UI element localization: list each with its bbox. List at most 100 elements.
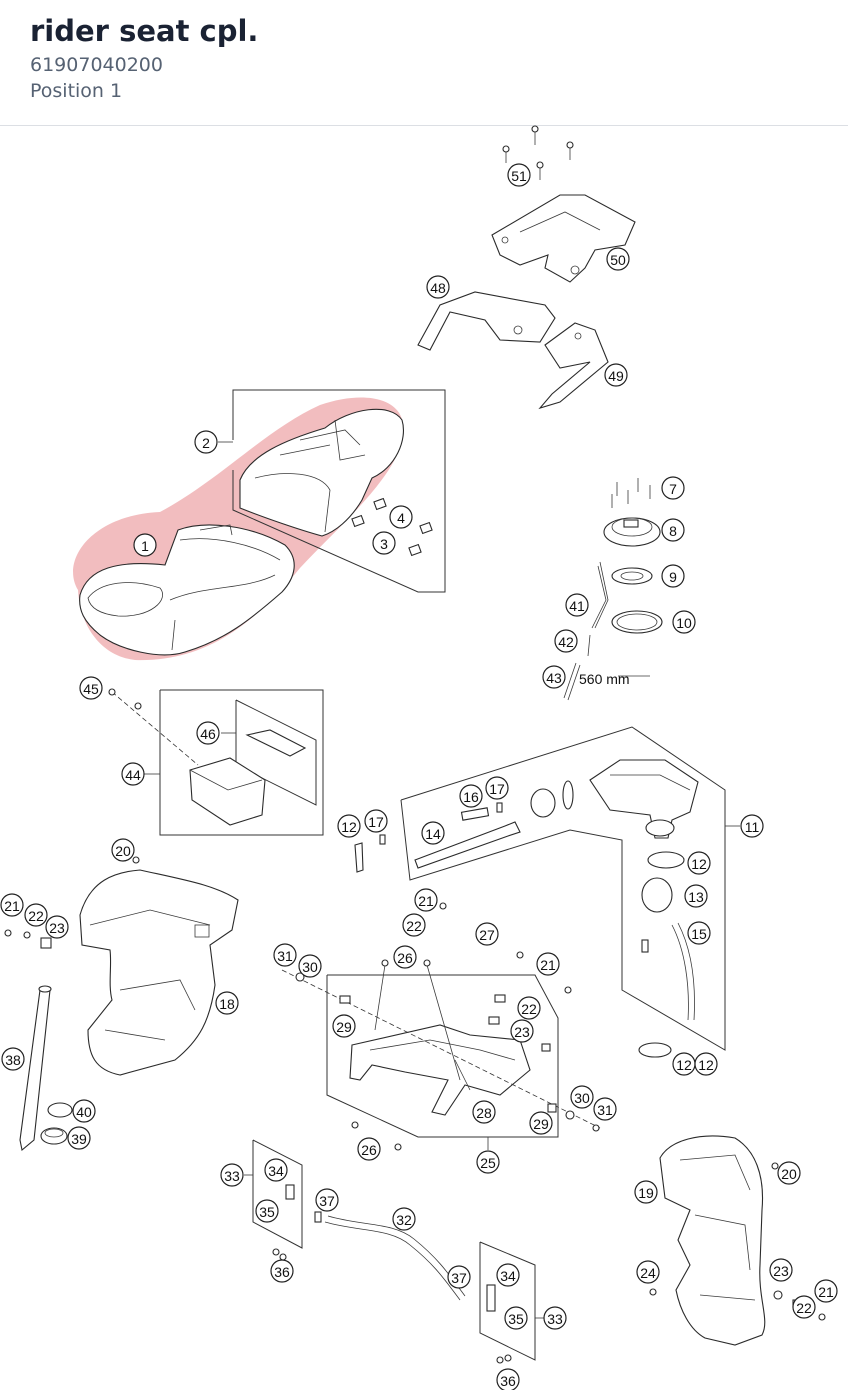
callout-35[interactable]: 35 xyxy=(255,1199,279,1223)
callout-46[interactable]: 46 xyxy=(196,721,220,745)
callout-29[interactable]: 29 xyxy=(529,1111,553,1135)
callout-33[interactable]: 33 xyxy=(543,1306,567,1330)
part-hose-32[interactable] xyxy=(314,1211,466,1301)
part-handle-48[interactable] xyxy=(417,291,556,351)
callout-37[interactable]: 37 xyxy=(447,1265,471,1289)
part-screws-45[interactable] xyxy=(108,688,142,710)
part-sleeve-13[interactable] xyxy=(530,780,673,913)
callout-42[interactable]: 42 xyxy=(554,629,578,653)
part-tube-38[interactable] xyxy=(19,985,52,1152)
callout-31[interactable]: 31 xyxy=(273,943,297,967)
callout-21[interactable]: 21 xyxy=(814,1279,838,1303)
callout-20[interactable]: 20 xyxy=(777,1161,801,1185)
callout-30[interactable]: 30 xyxy=(570,1085,594,1109)
callout-7[interactable]: 7 xyxy=(661,476,685,500)
callout-51[interactable]: 51 xyxy=(507,163,531,187)
callout-13[interactable]: 13 xyxy=(684,884,708,908)
callout-11[interactable]: 11 xyxy=(740,814,764,838)
callout-24[interactable]: 24 xyxy=(636,1260,660,1284)
callout-49[interactable]: 49 xyxy=(604,363,628,387)
callout-12[interactable]: 12 xyxy=(672,1052,696,1076)
callout-22[interactable]: 22 xyxy=(24,903,48,927)
callout-28[interactable]: 28 xyxy=(472,1100,496,1124)
part-clamp-12[interactable] xyxy=(638,851,685,1058)
callout-1[interactable]: 1 xyxy=(133,533,157,557)
callout-33[interactable]: 33 xyxy=(220,1163,244,1187)
callout-16[interactable]: 16 xyxy=(459,784,483,808)
callout-23[interactable]: 23 xyxy=(45,915,69,939)
part-clips-3-4[interactable] xyxy=(351,497,433,557)
callout-18[interactable]: 18 xyxy=(215,991,239,1015)
part-filler-cap-8[interactable] xyxy=(603,517,661,547)
callout-34[interactable]: 34 xyxy=(496,1263,520,1287)
part-small-hardware[interactable] xyxy=(295,902,600,1151)
part-hose-14[interactable] xyxy=(414,821,521,869)
callout-9[interactable]: 9 xyxy=(661,564,685,588)
callout-22[interactable]: 22 xyxy=(792,1295,816,1319)
callout-40[interactable]: 40 xyxy=(72,1099,96,1123)
callout-21[interactable]: 21 xyxy=(0,893,24,917)
callout-27[interactable]: 27 xyxy=(475,922,499,946)
callout-22[interactable]: 22 xyxy=(517,996,541,1020)
callout-48[interactable]: 48 xyxy=(426,275,450,299)
part-screws-7[interactable] xyxy=(611,478,651,508)
callout-14[interactable]: 14 xyxy=(421,821,445,845)
part-frame-group-25[interactable] xyxy=(281,964,601,1138)
part-pin-17[interactable] xyxy=(379,802,503,845)
callout-8[interactable]: 8 xyxy=(661,518,685,542)
callout-22[interactable]: 22 xyxy=(402,913,426,937)
part-rider-seat[interactable] xyxy=(79,524,295,656)
part-valve-group-33-left[interactable] xyxy=(252,1139,303,1261)
callout-37[interactable]: 37 xyxy=(315,1188,339,1212)
part-passenger-seat[interactable] xyxy=(232,389,446,593)
callout-26[interactable]: 26 xyxy=(393,945,417,969)
part-screws-left[interactable] xyxy=(4,856,140,949)
callout-12[interactable]: 12 xyxy=(694,1052,718,1076)
callout-2[interactable]: 2 xyxy=(194,430,218,454)
part-gasket-9[interactable] xyxy=(611,567,653,585)
part-bolts-51[interactable] xyxy=(502,125,574,180)
part-hose-12-left[interactable] xyxy=(354,842,364,873)
callout-4[interactable]: 4 xyxy=(389,505,413,529)
callout-35[interactable]: 35 xyxy=(504,1306,528,1330)
part-handle-49[interactable] xyxy=(538,322,609,410)
callout-41[interactable]: 41 xyxy=(565,593,589,617)
callout-12[interactable]: 12 xyxy=(687,851,711,875)
callout-21[interactable]: 21 xyxy=(536,952,560,976)
callout-29[interactable]: 29 xyxy=(332,1014,356,1038)
callout-43[interactable]: 43 xyxy=(542,665,566,689)
callout-17[interactable]: 17 xyxy=(485,776,509,800)
callout-34[interactable]: 34 xyxy=(264,1158,288,1182)
callout-30[interactable]: 30 xyxy=(298,954,322,978)
callout-31[interactable]: 31 xyxy=(593,1097,617,1121)
callout-10[interactable]: 10 xyxy=(672,610,696,634)
callout-38[interactable]: 38 xyxy=(1,1047,25,1071)
part-sleeve-16[interactable] xyxy=(460,807,490,821)
part-airbox-11[interactable] xyxy=(589,759,699,839)
part-box-44-frame[interactable] xyxy=(111,689,324,836)
callout-23[interactable]: 23 xyxy=(510,1019,534,1043)
callout-19[interactable]: 19 xyxy=(634,1180,658,1204)
callout-23[interactable]: 23 xyxy=(769,1258,793,1282)
callout-25[interactable]: 25 xyxy=(476,1150,500,1174)
callout-21[interactable]: 21 xyxy=(414,888,438,912)
callout-15[interactable]: 15 xyxy=(687,921,711,945)
callout-39[interactable]: 39 xyxy=(67,1126,91,1150)
callout-32[interactable]: 32 xyxy=(392,1207,416,1231)
part-ring-10[interactable] xyxy=(611,610,663,634)
part-hose-15[interactable] xyxy=(641,922,695,1021)
part-tank-left-18[interactable] xyxy=(79,869,239,1076)
part-airbox-group-frame[interactable] xyxy=(400,726,726,1051)
callout-45[interactable]: 45 xyxy=(79,676,103,700)
callout-50[interactable]: 50 xyxy=(606,247,630,271)
part-caps-39-40[interactable] xyxy=(40,1102,73,1145)
callout-20[interactable]: 20 xyxy=(111,838,135,862)
callout-36[interactable]: 36 xyxy=(496,1368,520,1390)
callout-3[interactable]: 3 xyxy=(372,531,396,555)
callout-17[interactable]: 17 xyxy=(364,809,388,833)
part-hose-41-43[interactable] xyxy=(563,561,609,701)
callout-36[interactable]: 36 xyxy=(270,1259,294,1283)
part-valve-group-33-right[interactable] xyxy=(479,1241,536,1364)
part-tank-right-19[interactable] xyxy=(649,1135,826,1346)
callout-26[interactable]: 26 xyxy=(357,1137,381,1161)
